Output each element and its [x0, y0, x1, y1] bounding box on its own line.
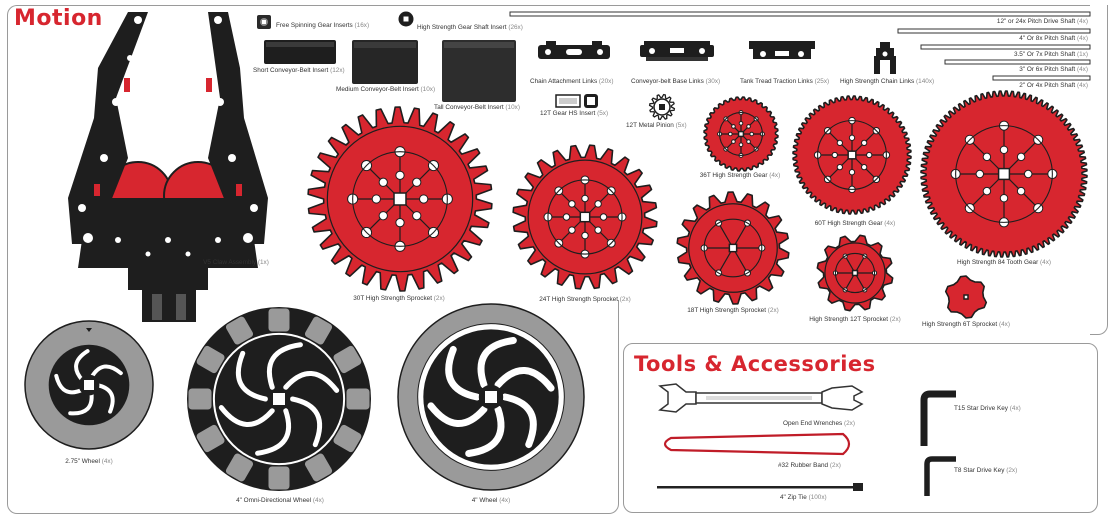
shaft-4in-icon — [897, 28, 1091, 34]
short-belt-label: Short Conveyor-Belt Insert (12x) — [253, 67, 345, 74]
t15-key-icon — [920, 390, 956, 446]
motion-title: Motion — [14, 6, 103, 31]
wheel-4-label: 4" Wheel (4x) — [471, 497, 511, 504]
drive-shaft-12in-icon — [509, 11, 1091, 17]
short-belt-insert-icon — [264, 40, 336, 64]
sprocket-12t-label: High Strength 12T Sprocket (2x) — [809, 316, 901, 323]
tall-belt-insert-icon — [442, 40, 516, 102]
claw-label: V5 Claw Assembly (1x) — [203, 259, 269, 266]
claw-assembly-icon — [68, 12, 268, 322]
shaft-insert-icon — [398, 11, 414, 27]
sprocket-18t-label: 18T High Strength Sprocket (2x) — [687, 307, 779, 314]
t8-key-label: T8 Star Drive Key (2x) — [954, 467, 1018, 474]
shaft-3-5-label: 3.5" Or 7x Pitch Shaft (1x) — [1013, 51, 1088, 58]
sprocket-18t-icon — [676, 191, 790, 305]
wrench-label: Open End Wrenches (2x) — [783, 420, 856, 427]
tank-tread-link-icon — [749, 41, 815, 59]
tools-title: Tools & Accessories — [634, 352, 876, 376]
chain-attachment-link-icon — [538, 41, 610, 59]
medium-belt-label: Medium Conveyor-Belt Insert (10x) — [336, 86, 436, 93]
gear-36t-icon — [703, 96, 779, 172]
gear-insert-icon — [257, 15, 271, 29]
gear-36t-label: 36T High Strength Gear (4x) — [699, 172, 781, 179]
shaft-2in-icon — [992, 75, 1091, 81]
shaft-4-label: 4" Or 8x Pitch Shaft (4x) — [1019, 35, 1088, 42]
shaft-12-label: 12" or 24x Pitch Drive Shaft (4x) — [996, 18, 1088, 25]
wheel-275-label: 2.75" Wheel (4x) — [65, 458, 113, 465]
wrench-icon — [658, 383, 864, 413]
gear-60t-label: 60T High Strength Gear (4x) — [814, 220, 896, 227]
motion-panel-right-edge — [1090, 5, 1108, 335]
sprocket-6t-icon — [944, 275, 988, 319]
tank-tread-label: Tank Tread Traction Links (25x) — [740, 78, 830, 85]
shaft-3in-icon — [944, 59, 1091, 65]
medium-belt-insert-icon — [352, 40, 418, 84]
shaft-3-label: 3" Or 6x Pitch Shaft (4x) — [1019, 66, 1088, 73]
conveyor-base-link-icon — [640, 41, 714, 61]
gear-inserts-label: Free Spinning Gear Inserts (16x) — [276, 22, 370, 29]
metal-pinion-label: 12T Metal Pinion (5x) — [626, 122, 687, 129]
chain-link-icon — [874, 42, 896, 74]
chain-attach-label: Chain Attachment Links (20x) — [530, 78, 614, 85]
rubber-band-icon — [663, 432, 851, 456]
zip-tie-icon — [657, 483, 863, 491]
gear-hs-insert-label: 12T Gear HS Insert (5x) — [540, 110, 609, 117]
shaft-2-label: 2" Or 4x Pitch Shaft (4x) — [1019, 82, 1088, 89]
t15-key-label: T15 Star Drive Key (4x) — [954, 405, 1021, 412]
metal-pinion-icon — [648, 93, 676, 121]
gear-84t-label: High Strength 84 Tooth Gear (4x) — [956, 259, 1052, 266]
gear-hs-insert-icon — [555, 94, 598, 108]
shaft-insert-label: High Strength Gear Shaft Insert (26x) — [417, 24, 523, 31]
shaft-3-5in-icon — [920, 44, 1091, 50]
wheel-4in-icon — [397, 303, 585, 491]
rubber-band-label: #32 Rubber Band (2x) — [778, 462, 841, 469]
sprocket-6t-label: High Strength 6T Sprocket (4x) — [922, 321, 1010, 328]
chain-links-label: High Strength Chain Links (140x) — [840, 78, 935, 85]
sprocket-24t-icon — [512, 144, 658, 290]
tall-belt-label: Tall Conveyor-Belt Insert (10x) — [434, 104, 520, 111]
gear-84t-icon — [920, 90, 1088, 258]
wheel-2-75in-icon — [24, 320, 154, 450]
sprocket-30t-icon — [307, 106, 493, 292]
omni-wheel-label: 4" Omni-Directional Wheel (4x) — [236, 497, 324, 504]
t8-key-icon — [924, 456, 956, 496]
sprocket-12t-icon — [816, 234, 894, 312]
conveyor-base-label: Conveyor-belt Base Links (30x) — [631, 78, 721, 85]
omni-wheel-icon — [187, 307, 371, 491]
gear-60t-icon — [792, 95, 912, 215]
sprocket-30t-label: 30T High Strength Sprocket (2x) — [353, 295, 445, 302]
sprocket-24t-label: 24T High Strength Sprocket (2x) — [539, 296, 631, 303]
zip-tie-label: 4" Zip Tie (100x) — [780, 494, 827, 501]
